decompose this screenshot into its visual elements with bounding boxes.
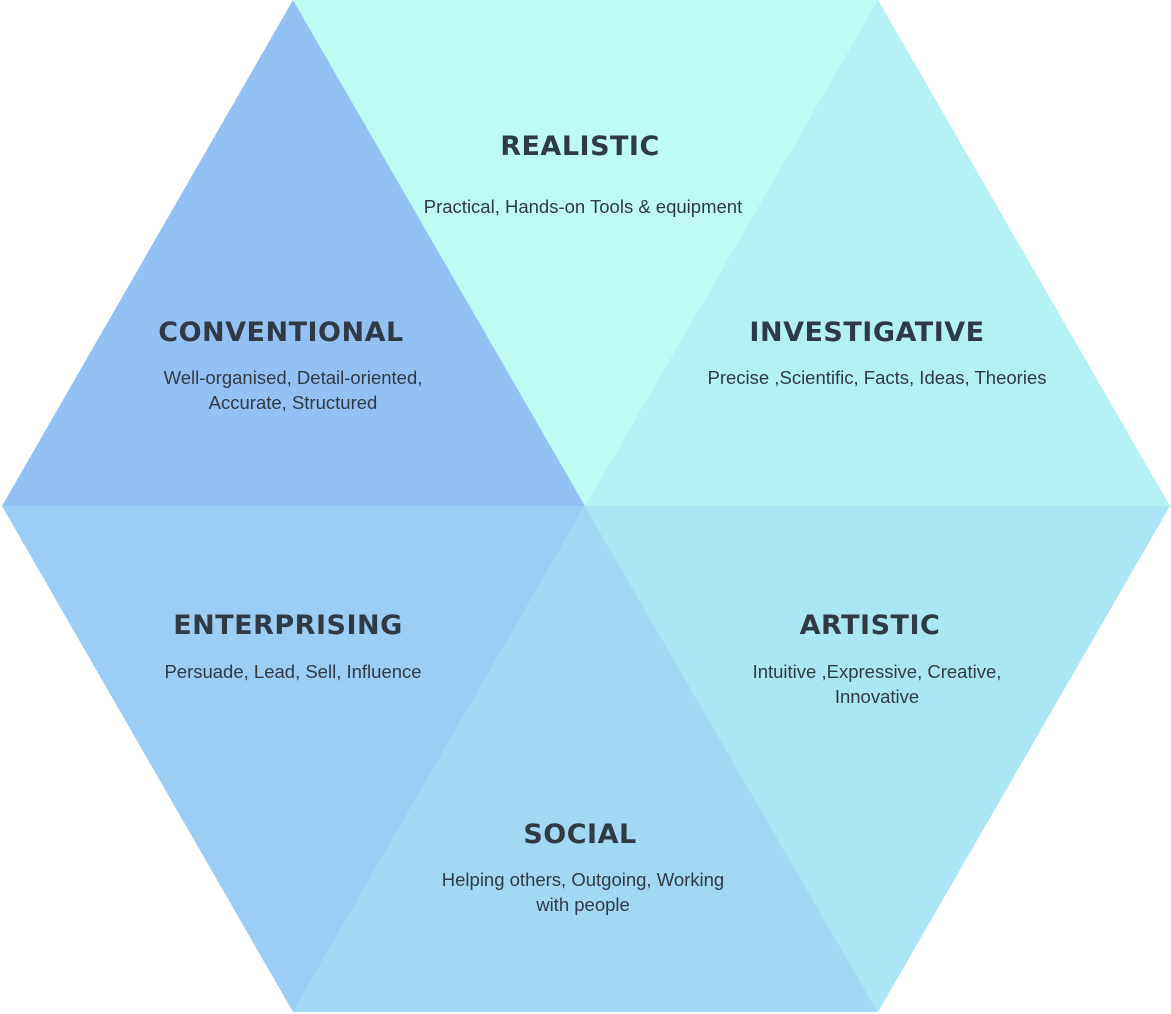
social-title: SOCIAL bbox=[523, 819, 636, 850]
artistic-title: ARTISTIC bbox=[800, 610, 941, 641]
enterprising-title: ENTERPRISING bbox=[173, 610, 403, 641]
realistic-title: REALISTIC bbox=[500, 131, 660, 162]
realistic-description: Practical, Hands-on Tools & equipment bbox=[424, 196, 742, 217]
artistic-sector bbox=[585, 506, 1170, 1012]
investigative-description: Precise ,Scientific, Facts, Ideas, Theor… bbox=[708, 367, 1047, 388]
enterprising-label-group: ENTERPRISING Persuade, Lead, Sell, Influ… bbox=[164, 610, 421, 682]
social-description-line-1: Helping others, Outgoing, Working bbox=[442, 869, 724, 890]
realistic-sector bbox=[293, 0, 878, 506]
conventional-label-group: CONVENTIONAL Well-organised, Detail-orie… bbox=[158, 317, 422, 413]
investigative-sector bbox=[585, 0, 1170, 506]
enterprising-sector bbox=[2, 506, 585, 1012]
artistic-description-line-2: Innovative bbox=[835, 686, 919, 707]
investigative-title: INVESTIGATIVE bbox=[749, 317, 984, 348]
conventional-sector bbox=[2, 0, 585, 506]
artistic-label-group: ARTISTIC Intuitive ,Expressive, Creative… bbox=[753, 610, 1002, 707]
investigative-label-group: INVESTIGATIVE Precise ,Scientific, Facts… bbox=[708, 317, 1047, 388]
artistic-description-line-1: Intuitive ,Expressive, Creative, bbox=[753, 661, 1002, 682]
realistic-label-group: REALISTIC Practical, Hands-on Tools & eq… bbox=[424, 131, 742, 217]
social-label-group: SOCIAL Helping others, Outgoing, Working… bbox=[442, 819, 724, 915]
conventional-title: CONVENTIONAL bbox=[158, 317, 403, 348]
conventional-description-line-1: Well-organised, Detail-oriented, bbox=[164, 367, 423, 388]
social-sector bbox=[293, 506, 878, 1012]
social-description-line-2: with people bbox=[535, 894, 630, 915]
enterprising-description: Persuade, Lead, Sell, Influence bbox=[164, 661, 421, 682]
conventional-description-line-2: Accurate, Structured bbox=[209, 392, 378, 413]
